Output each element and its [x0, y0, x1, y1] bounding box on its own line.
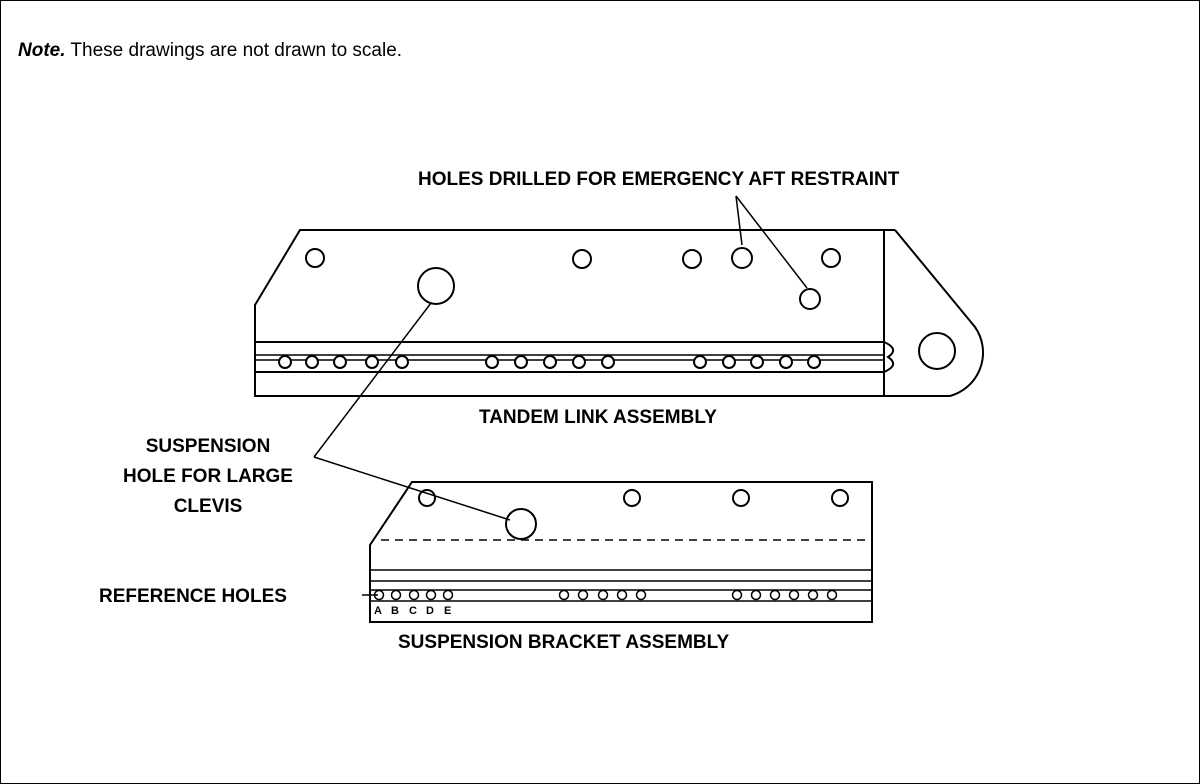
leader-suspension-tandem: [313, 302, 432, 458]
rail-hole: [779, 355, 793, 369]
rail-hole: [305, 355, 319, 369]
tandem-rail-holes: [278, 355, 821, 369]
note-lead: Note.: [18, 40, 66, 61]
reference-hole: [425, 589, 437, 601]
rail-hole: [693, 355, 707, 369]
reference-letter-a: A: [374, 605, 382, 617]
rail-hole: [558, 589, 570, 601]
rail-hole: [750, 589, 762, 601]
reference-hole: [408, 589, 420, 601]
label-suspension-hole-2: HOLE FOR LARGE: [123, 466, 293, 487]
rail-hole: [601, 355, 615, 369]
reference-letter-b: B: [391, 605, 399, 617]
label-holes-drilled: HOLES DRILLED FOR EMERGENCY AFT RESTRAIN…: [418, 169, 900, 190]
rail-hole: [395, 355, 409, 369]
label-suspension-hole-3: CLEVIS: [174, 496, 243, 517]
plate-hole: [821, 248, 841, 268]
plate-hole: [732, 489, 750, 507]
plate-hole: [623, 489, 641, 507]
rail-hole: [722, 355, 736, 369]
rail-hole: [278, 355, 292, 369]
tandem-link-assembly: [254, 195, 985, 397]
rail-hole: [807, 589, 819, 601]
leader-aft-2: [735, 195, 808, 289]
label-suspension-bracket: SUSPENSION BRACKET ASSEMBLY: [398, 632, 729, 653]
plate-hole: [831, 489, 849, 507]
label-suspension-hole-1: SUSPENSION: [146, 436, 271, 457]
suspension-bracket-assembly: A B C D E: [369, 481, 873, 623]
aft-restraint-hole: [799, 288, 821, 310]
tandem-link-body: [254, 229, 885, 397]
rail-hole: [597, 589, 609, 601]
lug-hole: [918, 332, 956, 370]
bracket-plate-holes: [418, 489, 849, 540]
rail-hole: [514, 355, 528, 369]
reference-letter-e: E: [444, 605, 451, 617]
suspension-hole: [417, 267, 455, 305]
suspension-hole: [505, 508, 537, 540]
rail-hole: [731, 589, 743, 601]
rail-hole: [826, 589, 838, 601]
note-text: Note. These drawings are not drawn to sc…: [18, 40, 402, 62]
leader-suspension-bracket: [313, 456, 511, 521]
rail-hole: [769, 589, 781, 601]
bracket-body: [369, 481, 873, 623]
reference-hole: [390, 589, 402, 601]
rail-hole: [543, 355, 557, 369]
plate-hole: [418, 489, 436, 507]
plate-hole: [682, 249, 702, 269]
reference-hole: [442, 589, 454, 601]
tandem-link-end-lug: [884, 229, 985, 397]
reference-letter-c: C: [409, 605, 417, 617]
reference-letters: A B C D E: [374, 605, 451, 617]
reference-letter-d: D: [426, 605, 434, 617]
rail-end-cap: [883, 341, 895, 373]
label-tandem-link: TANDEM LINK ASSEMBLY: [479, 407, 717, 428]
rail-hole: [616, 589, 628, 601]
rail-hole: [807, 355, 821, 369]
rail-hole: [577, 589, 589, 601]
plate-hole: [305, 248, 325, 268]
label-reference-holes: REFERENCE HOLES: [99, 586, 287, 607]
plate-hole: [572, 249, 592, 269]
note-body: These drawings are not drawn to scale.: [65, 40, 403, 61]
rail-hole: [635, 589, 647, 601]
rail-hole: [572, 355, 586, 369]
rail-hole: [333, 355, 347, 369]
tandem-plate-holes: [305, 247, 841, 310]
rail-hole: [485, 355, 499, 369]
rail-hole: [365, 355, 379, 369]
bracket-rail-holes: [373, 589, 838, 601]
rail-hole: [788, 589, 800, 601]
aft-restraint-hole: [731, 247, 753, 269]
rail-hole: [750, 355, 764, 369]
leader-aft-1: [735, 195, 743, 246]
